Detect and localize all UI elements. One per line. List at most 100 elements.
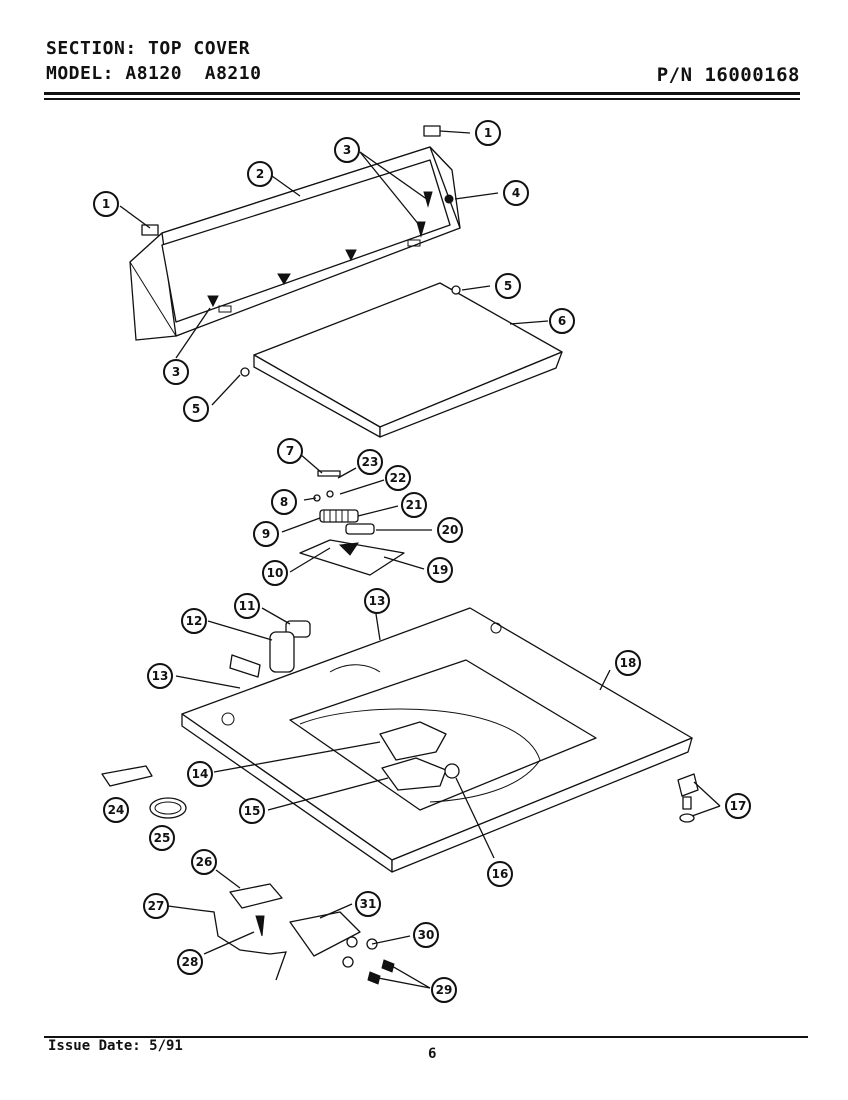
callout-31-label: 31 xyxy=(360,897,377,911)
callout-15: 15 xyxy=(239,798,265,824)
callout-29-label: 29 xyxy=(436,983,453,997)
hinge-part-17 xyxy=(677,773,699,823)
spring-part-28 xyxy=(255,915,265,937)
callout-9-label: 9 xyxy=(262,527,270,541)
callout-22-label: 22 xyxy=(390,471,407,485)
callout-2-label: 2 xyxy=(256,167,264,181)
screw-part-29a xyxy=(381,959,395,973)
callout-5b-label: 5 xyxy=(192,402,200,416)
callout-25: 25 xyxy=(149,825,175,851)
callout-5a: 5 xyxy=(495,273,521,299)
callout-24-label: 24 xyxy=(108,803,125,817)
callout-21: 21 xyxy=(401,492,427,518)
section-label: SECTION: xyxy=(46,38,137,59)
callout-1b-label: 1 xyxy=(102,197,110,211)
callout-17-label: 17 xyxy=(730,799,747,813)
page-number: 6 xyxy=(428,1046,437,1062)
rod-part-27 xyxy=(197,909,287,981)
callout-28-label: 28 xyxy=(182,955,199,969)
callout-4: 4 xyxy=(503,180,529,206)
leader-lines xyxy=(119,130,721,989)
callout-11-label: 11 xyxy=(239,599,256,613)
callout-3b-label: 3 xyxy=(172,365,180,379)
part-number: P/N 16000168 xyxy=(656,64,800,86)
callout-14: 14 xyxy=(187,761,213,787)
callout-8: 8 xyxy=(271,489,297,515)
model-heading: MODEL: A8120 A8210 xyxy=(46,63,261,84)
callout-9: 9 xyxy=(253,521,279,547)
screw-part-29b xyxy=(367,971,381,985)
header-rule-thin xyxy=(44,98,800,100)
callout-6: 6 xyxy=(549,308,575,334)
lock-part-31 xyxy=(289,911,361,957)
clip-part-1-right xyxy=(423,125,441,137)
callout-23-label: 23 xyxy=(362,455,379,469)
callout-30: 30 xyxy=(413,922,439,948)
callout-26: 26 xyxy=(191,849,217,875)
model-values: A8120 A8210 xyxy=(125,63,262,84)
callout-7-label: 7 xyxy=(286,444,294,458)
ring-part-25 xyxy=(149,797,187,819)
agitator-part xyxy=(379,721,460,791)
callout-29: 29 xyxy=(431,977,457,1003)
callout-12-label: 12 xyxy=(186,614,203,628)
callout-22: 22 xyxy=(385,465,411,491)
callout-5a-label: 5 xyxy=(504,279,512,293)
callout-13b: 13 xyxy=(147,663,173,689)
callout-17: 17 xyxy=(725,793,751,819)
lid-part xyxy=(240,282,563,438)
callout-19: 19 xyxy=(427,557,453,583)
control-panel-part xyxy=(129,146,461,341)
callout-6-label: 6 xyxy=(558,314,566,328)
callout-13b-label: 13 xyxy=(152,669,169,683)
callout-13a-label: 13 xyxy=(369,594,386,608)
callout-3a: 3 xyxy=(334,137,360,163)
callout-10: 10 xyxy=(262,560,288,586)
callout-23: 23 xyxy=(357,449,383,475)
callout-11: 11 xyxy=(234,593,260,619)
lid-switch-assembly xyxy=(299,470,405,576)
callout-7: 7 xyxy=(277,438,303,464)
screw-part-4 xyxy=(444,194,454,204)
callout-2: 2 xyxy=(247,161,273,187)
callout-20: 20 xyxy=(437,517,463,543)
callout-20-label: 20 xyxy=(442,523,459,537)
callout-27: 27 xyxy=(143,893,169,919)
callout-1a-label: 1 xyxy=(484,126,492,140)
callout-27-label: 27 xyxy=(148,899,165,913)
callout-21-label: 21 xyxy=(406,498,423,512)
callout-25-label: 25 xyxy=(154,831,171,845)
section-heading: SECTION: TOP COVER xyxy=(46,38,250,59)
callout-12: 12 xyxy=(181,608,207,634)
callout-13a: 13 xyxy=(364,588,390,614)
callout-14-label: 14 xyxy=(192,767,209,781)
callout-18: 18 xyxy=(615,650,641,676)
callout-5b: 5 xyxy=(183,396,209,422)
issue-date: Issue Date: 5/91 xyxy=(48,1038,183,1054)
callout-19-label: 19 xyxy=(432,563,449,577)
callout-15-label: 15 xyxy=(244,804,261,818)
callout-31: 31 xyxy=(355,891,381,917)
clip-part-1-left xyxy=(141,224,159,236)
pressure-switch-part xyxy=(229,620,311,678)
section-value: TOP COVER xyxy=(148,38,251,59)
callout-1b: 1 xyxy=(93,191,119,217)
latch-part-26 xyxy=(229,883,283,909)
callout-28: 28 xyxy=(177,949,203,975)
footer-rule xyxy=(44,1036,808,1038)
callout-24: 24 xyxy=(103,797,129,823)
header-rule xyxy=(44,92,800,95)
callout-group: 1 1 2 3 3 4 5 5 6 7 8 9 10 11 12 13 13 1… xyxy=(93,120,751,1003)
callout-1a: 1 xyxy=(475,120,501,146)
callout-10-label: 10 xyxy=(267,566,284,580)
callout-16: 16 xyxy=(487,861,513,887)
callout-26-label: 26 xyxy=(196,855,213,869)
callout-30-label: 30 xyxy=(418,928,435,942)
callout-18-label: 18 xyxy=(620,656,637,670)
model-label: MODEL: xyxy=(46,63,115,84)
callout-3b: 3 xyxy=(163,359,189,385)
callout-4-label: 4 xyxy=(512,186,520,200)
bracket-part-24 xyxy=(101,765,153,787)
callout-3a-label: 3 xyxy=(343,143,351,157)
